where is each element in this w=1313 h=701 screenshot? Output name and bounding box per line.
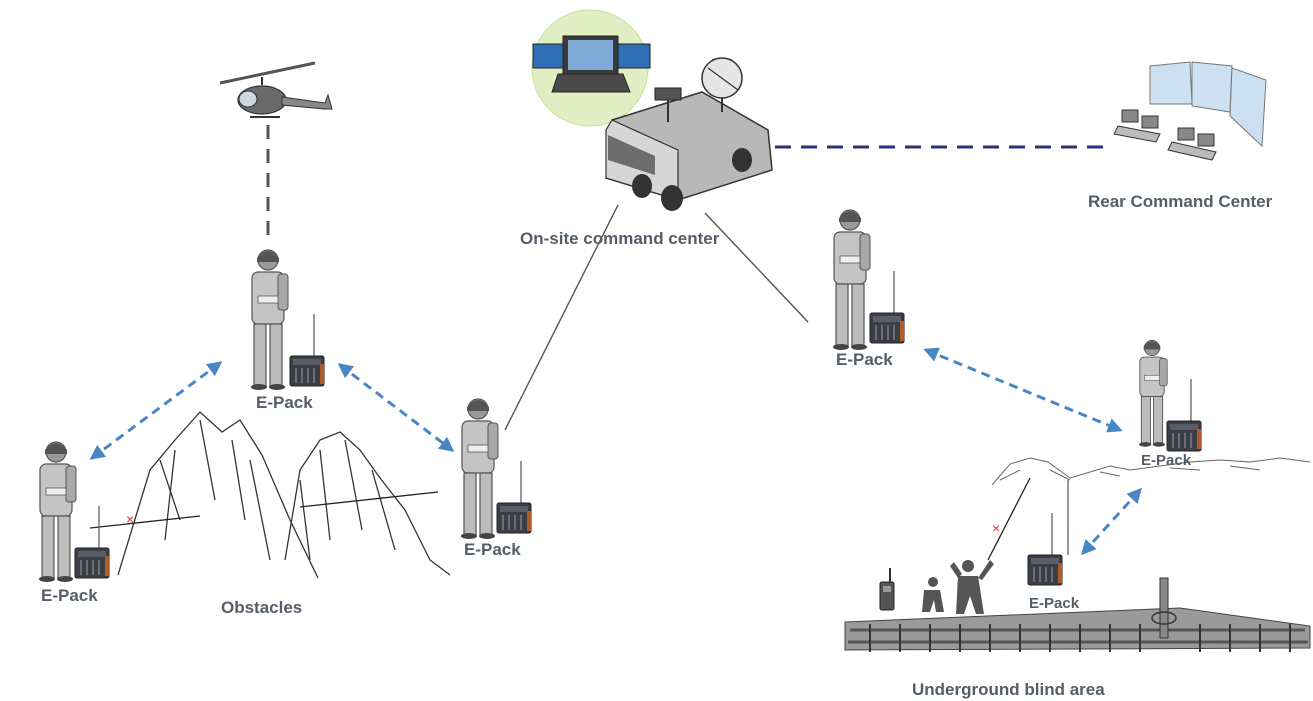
radio-link-center-right — [923, 347, 1123, 433]
rescuer-icon — [832, 209, 871, 351]
rescuer-icon — [1138, 339, 1168, 448]
radio-link-underground — [1080, 487, 1143, 556]
rear-command-center-label: Rear Command Center — [1088, 192, 1273, 211]
laptop-display-bubble — [531, 9, 651, 127]
epack-label: E-Pack — [41, 586, 98, 605]
epack-device-icon — [74, 505, 110, 579]
blocked-signal-line-left — [89, 515, 201, 529]
epack-device-icon — [869, 270, 905, 344]
blocked-signal-line-mid — [299, 491, 439, 508]
command-vehicle-icon — [605, 57, 773, 211]
obstacles-label: Obstacles — [221, 598, 303, 617]
mountain-icon — [117, 411, 451, 579]
control-room-icon — [1113, 61, 1267, 161]
epack-label: E-Pack — [464, 540, 521, 559]
blocked-mark-underground: × — [992, 520, 1000, 536]
epack-label: E-Pack — [1141, 452, 1192, 469]
workers-icon — [922, 560, 994, 614]
ridge-icon — [991, 457, 1311, 486]
wire-to-vehicle-left — [504, 204, 619, 431]
radio-link-top-right — [337, 363, 455, 452]
blocked-mark-left: × — [126, 511, 134, 527]
rail-track-icon — [844, 577, 1311, 652]
epack-label: E-Pack — [1029, 595, 1080, 612]
helicopter-icon — [219, 61, 333, 118]
wire-to-vehicle-right — [704, 212, 809, 323]
rescuer-icon — [250, 249, 289, 391]
epack-device-icon — [289, 313, 325, 387]
rescuer-icon — [460, 398, 499, 540]
handheld-radio-icon — [879, 568, 895, 611]
underground-blind-area-label: Underground blind area — [912, 680, 1105, 699]
onsite-command-center-label: On-site command center — [520, 229, 720, 248]
epack-label: E-Pack — [256, 393, 313, 412]
epack-device-icon — [1027, 512, 1063, 586]
epack-device-icon — [1166, 378, 1202, 452]
epack-label: E-Pack — [836, 350, 893, 369]
radio-link-left-top — [89, 361, 223, 460]
blocked-signal-line-underground — [987, 477, 1031, 561]
epack-device-icon — [496, 460, 532, 534]
rescuer-icon — [38, 441, 77, 583]
